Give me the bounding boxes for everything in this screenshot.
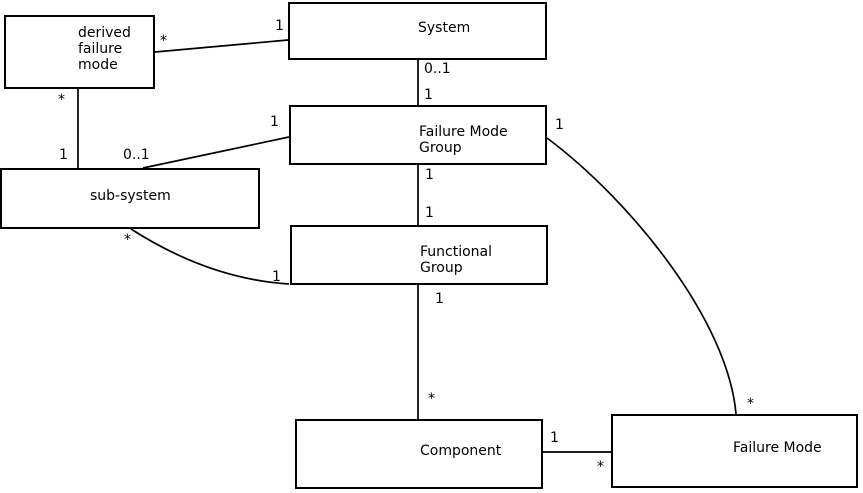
multiplicity-label: 0..1 <box>123 147 150 163</box>
multiplicity-label: 1 <box>270 114 279 130</box>
multiplicity-label: 1 <box>272 269 281 285</box>
connector-sub-system--failure-mode-group <box>142 136 290 169</box>
multiplicity-label: 1 <box>555 117 564 133</box>
entity-sub-system-label: sub-system <box>90 187 171 204</box>
multiplicity-label: 1 <box>424 87 433 103</box>
multiplicity-label: 1 <box>425 167 434 183</box>
multiplicity-label: * <box>124 232 131 248</box>
multiplicity-label: 1 <box>550 430 559 446</box>
multiplicity-label: * <box>58 92 65 108</box>
entity-failure-mode: Failure Mode <box>611 414 858 488</box>
multiplicity-label: * <box>428 391 435 407</box>
multiplicity-label: 1 <box>425 205 434 221</box>
multiplicity-label: 0..1 <box>424 61 451 77</box>
entity-component-label: Component <box>420 443 502 459</box>
connector-sub-system--functional-group <box>130 228 290 285</box>
entity-failure-mode-label: Failure Mode <box>733 440 822 456</box>
multiplicity-label: 1 <box>59 147 68 163</box>
entity-derived-failure-mode: derived failure mode <box>4 15 155 89</box>
multiplicity-label: * <box>160 33 167 49</box>
connector-failure-mode-group--failure-mode <box>546 137 737 415</box>
entity-failure-mode-group-label: Failure Mode Group <box>419 124 508 156</box>
multiplicity-label: * <box>597 459 604 475</box>
entity-functional-group-label: Functional Group <box>420 244 493 276</box>
entity-component: Component <box>295 419 543 489</box>
entity-sub-system: sub-system <box>0 168 260 229</box>
multiplicity-label: 1 <box>275 18 284 34</box>
entity-derived-failure-mode-label: derived failure mode <box>78 25 131 73</box>
connector-system--derived-failure-mode <box>154 39 289 53</box>
entity-functional-group: Functional Group <box>290 225 548 285</box>
entity-system-label: System <box>418 20 471 36</box>
multiplicity-label: 1 <box>435 291 444 307</box>
multiplicity-label: * <box>747 396 754 412</box>
entity-failure-mode-group: Failure Mode Group <box>289 105 547 165</box>
entity-system: System <box>288 2 547 60</box>
